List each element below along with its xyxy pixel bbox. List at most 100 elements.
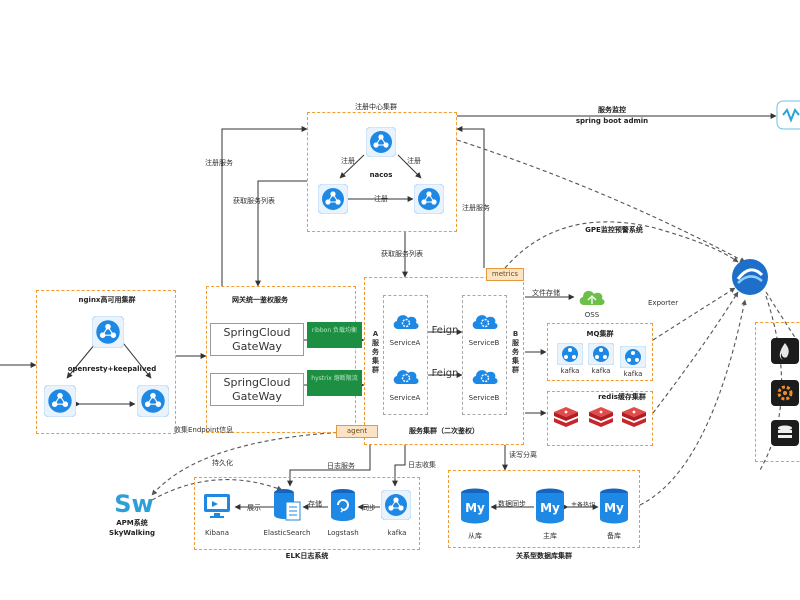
redis-cluster-box	[547, 391, 653, 446]
elk-box	[194, 477, 420, 550]
master-hot-standby-label: 主备热切	[570, 502, 596, 509]
mq-cluster-title: MQ集群	[586, 330, 614, 338]
kafka-label: kafka	[560, 367, 580, 375]
kafka-label: kafka	[591, 367, 611, 375]
file-storage-label: 文件存储	[532, 289, 560, 297]
mysql-slave-icon	[461, 488, 489, 524]
service-b-column	[462, 295, 507, 415]
mysql-logo-text: My	[604, 501, 624, 515]
persist-label: 持久化	[212, 459, 233, 467]
nacos-label: nacos	[369, 171, 393, 179]
agent-tag: agent	[336, 425, 378, 438]
service-cloud-icon	[393, 315, 419, 329]
registry-cluster-box	[307, 112, 457, 232]
sync-label: 同步	[362, 504, 376, 512]
service-b-cluster-title: B服务集群	[512, 330, 519, 374]
register-service-label-left: 注册服务	[205, 159, 233, 167]
kafka-icon	[557, 343, 583, 365]
service-cloud-icon	[472, 370, 498, 384]
elasticsearch-icon	[274, 489, 301, 521]
mysql-logo-text: My	[465, 501, 485, 515]
service-b-label: ServiceB	[468, 394, 500, 402]
mysql-logo-text: My	[540, 501, 560, 515]
springcloud-gateway-box: SpringCloud GateWay	[210, 373, 304, 406]
ribbon-load-balance: ribbon 负载均衡	[307, 322, 362, 348]
register-label-3: 注册	[374, 195, 388, 203]
service-a-label: ServiceA	[389, 394, 421, 402]
redis-icon	[554, 407, 578, 427]
nginx-node-icon	[44, 385, 76, 417]
metrics-tag: metrics	[486, 268, 524, 281]
flame-icon	[779, 343, 789, 360]
right-tools-box	[755, 322, 800, 462]
slave-db-label: 从库	[468, 532, 482, 540]
nacos-node-icon	[366, 127, 396, 157]
gear-icon	[777, 385, 793, 401]
gpe-monitor-icon	[732, 259, 768, 295]
kibana-label: Kibana	[205, 529, 229, 537]
logstash-icon	[331, 489, 355, 521]
logstash-label: Logstash	[327, 529, 359, 537]
service-cloud-icon	[393, 370, 419, 384]
gateway-cluster-box	[206, 286, 356, 433]
service-cluster-auth-label: 服务集群（二次鉴权）	[409, 427, 479, 435]
register-label-2: 注册	[407, 157, 421, 165]
gateway-cluster-title: 网关统一鉴权服务	[232, 296, 288, 304]
hystrix-circuit-breaker: hystrix 熔断限流	[307, 370, 362, 396]
store-label: 存储	[308, 500, 322, 508]
gpe-monitor-label: GPE监控预警系统	[585, 226, 643, 234]
nginx-cluster-box	[36, 290, 176, 434]
service-monitor-label: 服务监控	[598, 106, 626, 114]
collect-endpoint-label: 收集Endpoint信息	[174, 426, 234, 434]
kibana-icon	[204, 494, 230, 518]
oss-label: OSS	[584, 311, 600, 319]
elk-kafka-label: kafka	[387, 529, 407, 537]
apm-label: APM系统	[116, 519, 148, 527]
oss-cloud-icon	[579, 290, 605, 305]
kafka-label: kafka	[623, 370, 643, 378]
exporter-label: Exporter	[648, 299, 679, 307]
register-service-label-right: 注册服务	[462, 204, 490, 212]
openresty-label: openresty+keepalived	[67, 365, 157, 373]
nginx-node-icon	[92, 316, 124, 348]
feign-label: Feign	[431, 325, 459, 336]
service-a-column	[383, 295, 428, 415]
elasticsearch-label: ElasticSearch	[263, 529, 311, 537]
database-stack-icon	[778, 425, 792, 438]
registry-cluster-title: 注册中心集群	[355, 103, 397, 111]
read-write-split-label: 读写分离	[509, 451, 537, 459]
springcloud-gateway-box: SpringCloud GateWay	[210, 323, 304, 356]
db-cluster-title: 关系型数据库集群	[516, 552, 572, 560]
nginx-cluster-title: nginx高可用集群	[78, 296, 136, 304]
service-a-cluster-title: A服务集群	[372, 330, 379, 374]
master-db-label: 主库	[543, 532, 557, 540]
redis-icon	[622, 407, 646, 427]
kafka-icon	[588, 343, 614, 365]
nginx-node-icon	[137, 385, 169, 417]
elk-title: ELK日志系统	[285, 552, 329, 560]
nacos-node-icon	[414, 184, 444, 214]
register-label-1: 注册	[341, 157, 355, 165]
mysql-backup-icon	[600, 488, 628, 524]
spring-boot-admin-icon	[776, 100, 800, 130]
fetch-service-list-label-left: 获取服务列表	[233, 197, 275, 205]
data-sync-label: 数据同步	[498, 500, 526, 508]
service-cloud-icon	[472, 315, 498, 329]
db-cluster-box	[448, 470, 640, 548]
kafka-icon	[620, 346, 646, 368]
mysql-master-icon	[536, 488, 564, 524]
mq-cluster-box	[547, 323, 653, 381]
elk-kafka-icon	[381, 490, 411, 520]
redis-icon	[589, 407, 613, 427]
display-label: 展示	[247, 504, 261, 512]
service-b-label: ServiceB	[468, 339, 500, 347]
skywalking-label: SkyWalking	[109, 529, 155, 537]
service-a-label: ServiceA	[389, 339, 421, 347]
service-cluster-box	[364, 277, 524, 445]
nacos-node-icon	[318, 184, 348, 214]
skywalking-logo: Sw	[114, 490, 154, 518]
redis-cluster-title: redis缓存集群	[598, 393, 646, 401]
spring-boot-admin-label: spring boot admin	[575, 117, 649, 125]
backup-db-label: 备库	[607, 532, 621, 540]
